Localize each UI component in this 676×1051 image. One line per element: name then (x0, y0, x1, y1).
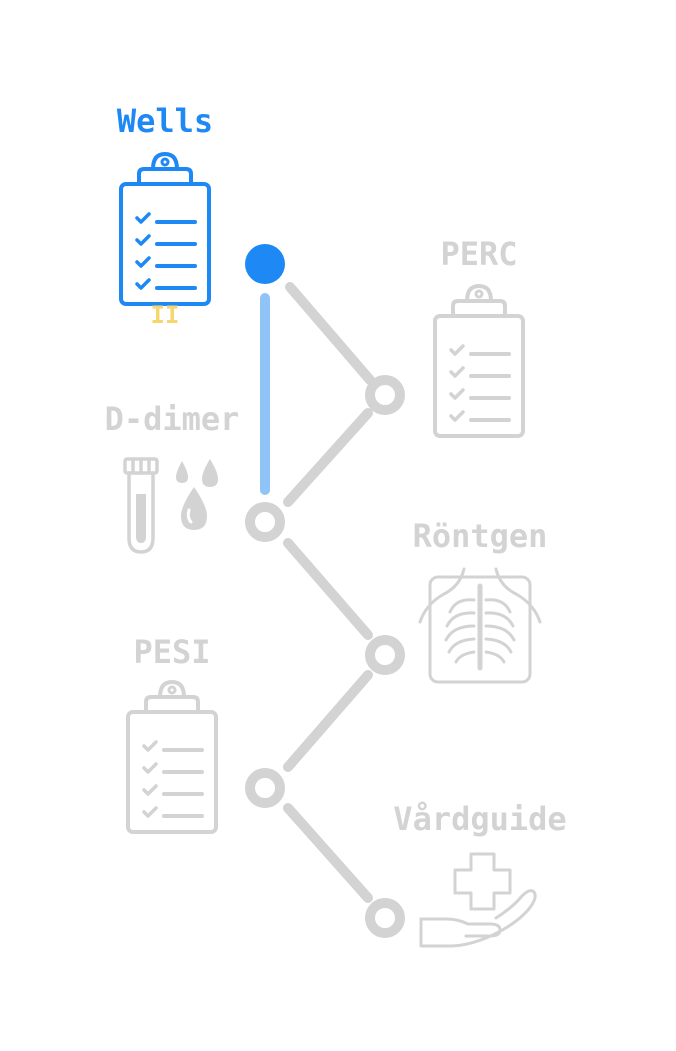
clipboard-icon (126, 680, 218, 834)
step-vardguide[interactable]: Vårdguide (393, 800, 567, 948)
step-label-perc: PERC (440, 235, 517, 273)
test-tube-drops-icon (123, 457, 218, 554)
connector-perc-ddimer (283, 408, 373, 507)
step-label-pesi: PESI (133, 633, 210, 671)
hand-medical-cross-icon (419, 852, 537, 948)
node-d-dimer[interactable] (245, 502, 285, 542)
node-perc[interactable] (365, 375, 405, 415)
step-rontgen[interactable]: Röntgen (413, 517, 548, 684)
pathway-nodes (245, 244, 405, 938)
clipboard-icon (433, 284, 525, 438)
pathway-connectors (260, 282, 375, 903)
node-rontgen[interactable] (365, 635, 405, 675)
step-label-vardguide: Vårdguide (393, 800, 566, 838)
status-badge: II (151, 301, 180, 329)
step-label-rontgen: Röntgen (413, 517, 548, 555)
chest-xray-icon (418, 567, 542, 684)
connector-pesi-vardguide (283, 803, 373, 903)
connector-ddimer-rontgen (283, 538, 373, 640)
step-label-wells: Wells (117, 102, 213, 140)
step-d-dimer[interactable]: D-dimer (105, 400, 240, 554)
step-wells[interactable]: Wells II (117, 102, 213, 329)
step-pesi[interactable]: PESI (126, 633, 218, 834)
step-perc[interactable]: PERC (433, 235, 525, 438)
node-pesi[interactable] (245, 768, 285, 808)
connector-rontgen-pesi (283, 670, 373, 772)
clipboard-icon (119, 152, 211, 306)
node-vardguide[interactable] (365, 898, 405, 938)
step-label-d-dimer: D-dimer (105, 400, 240, 438)
node-wells[interactable] (245, 244, 285, 284)
connector-wells-perc (285, 282, 375, 385)
